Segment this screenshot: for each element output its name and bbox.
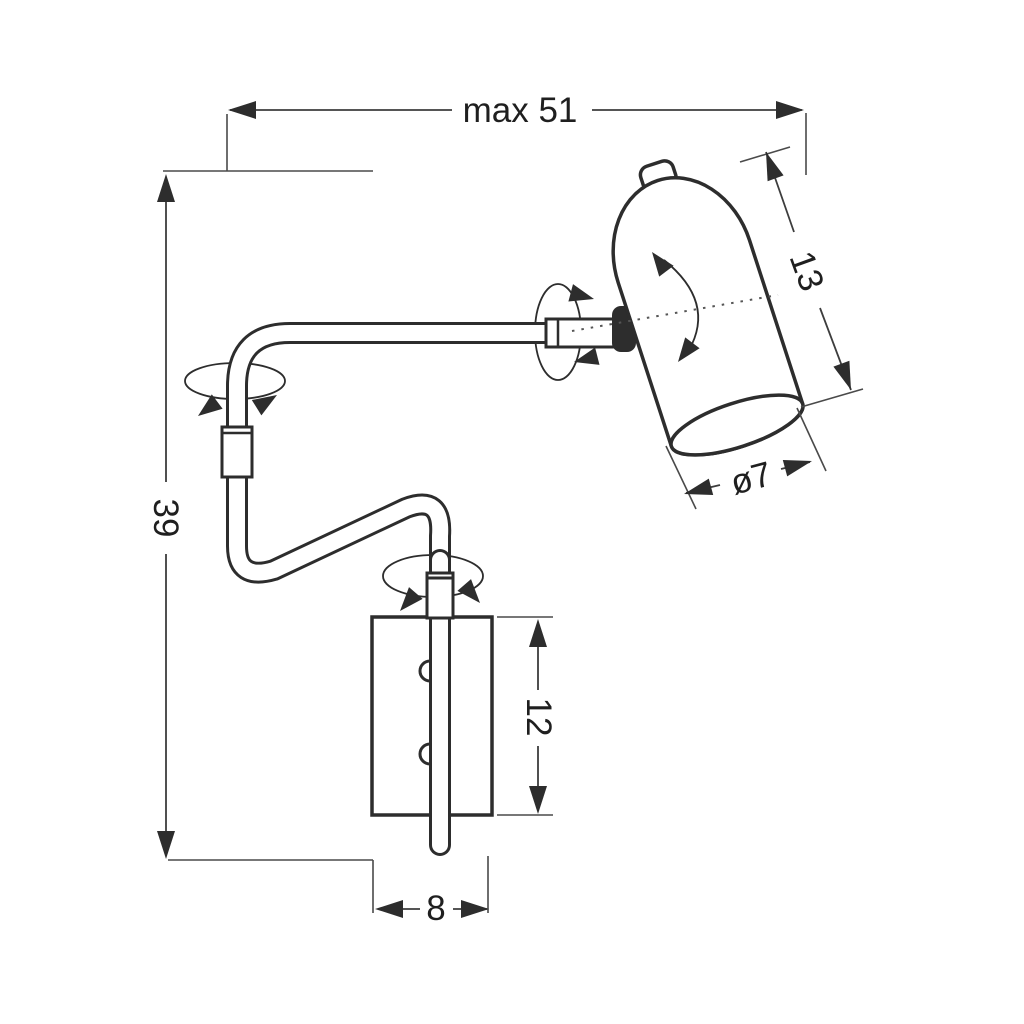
stem-collar xyxy=(425,571,455,620)
dimension-plate-width: 8 xyxy=(372,856,489,928)
pivot-rotation-arrow-top xyxy=(568,284,594,302)
dim-arrow-right-up xyxy=(782,460,812,477)
dim-arrow-down xyxy=(529,786,547,814)
pivot-rotation-arrow-bottom xyxy=(574,347,600,365)
dimension-shade-diameter: ø7 xyxy=(665,407,827,510)
shade-diameter-label: ø7 xyxy=(726,454,776,502)
elbow-sleeve xyxy=(220,425,254,479)
dim-arrow-left xyxy=(375,900,403,918)
dim-arrow-down xyxy=(157,831,175,859)
dim-arrow-down-right xyxy=(833,360,851,390)
elbow-rotation-arrow-left xyxy=(198,394,223,416)
head-swivel-arrow-down xyxy=(678,337,700,362)
lamp-head xyxy=(611,159,805,457)
dim-arrow-left xyxy=(228,101,256,119)
dimension-max-width: max 51 xyxy=(226,91,807,175)
shade-length-label: 13 xyxy=(782,246,832,296)
base-rotation-arrow-left xyxy=(400,587,423,611)
shade-opening xyxy=(669,393,805,457)
overall-height-label: 39 xyxy=(146,499,185,538)
plate-height-label: 12 xyxy=(519,698,558,737)
dim-arrow-right xyxy=(776,101,804,119)
dim-arrow-up-left xyxy=(766,152,784,182)
elbow-rotation-arrow-right xyxy=(251,395,277,416)
arm-tube xyxy=(226,322,612,585)
max-width-label: max 51 xyxy=(463,91,578,130)
dim-arrow-right xyxy=(461,900,489,918)
dimension-plate-height: 12 xyxy=(497,616,558,816)
head-swivel-arrow-up xyxy=(652,252,674,277)
pivot-sleeve xyxy=(544,317,620,349)
dim-arrow-up xyxy=(157,174,175,202)
base-rotation-arrow-right xyxy=(457,579,480,603)
plate-width-label: 8 xyxy=(426,889,445,928)
dimension-overall-height: 39 xyxy=(146,170,373,861)
dim-arrow-left-down xyxy=(684,478,714,495)
dim-arrow-up xyxy=(529,619,547,647)
head-swivel-arc xyxy=(663,259,700,351)
pivot-axis-dotted-line xyxy=(571,294,779,332)
